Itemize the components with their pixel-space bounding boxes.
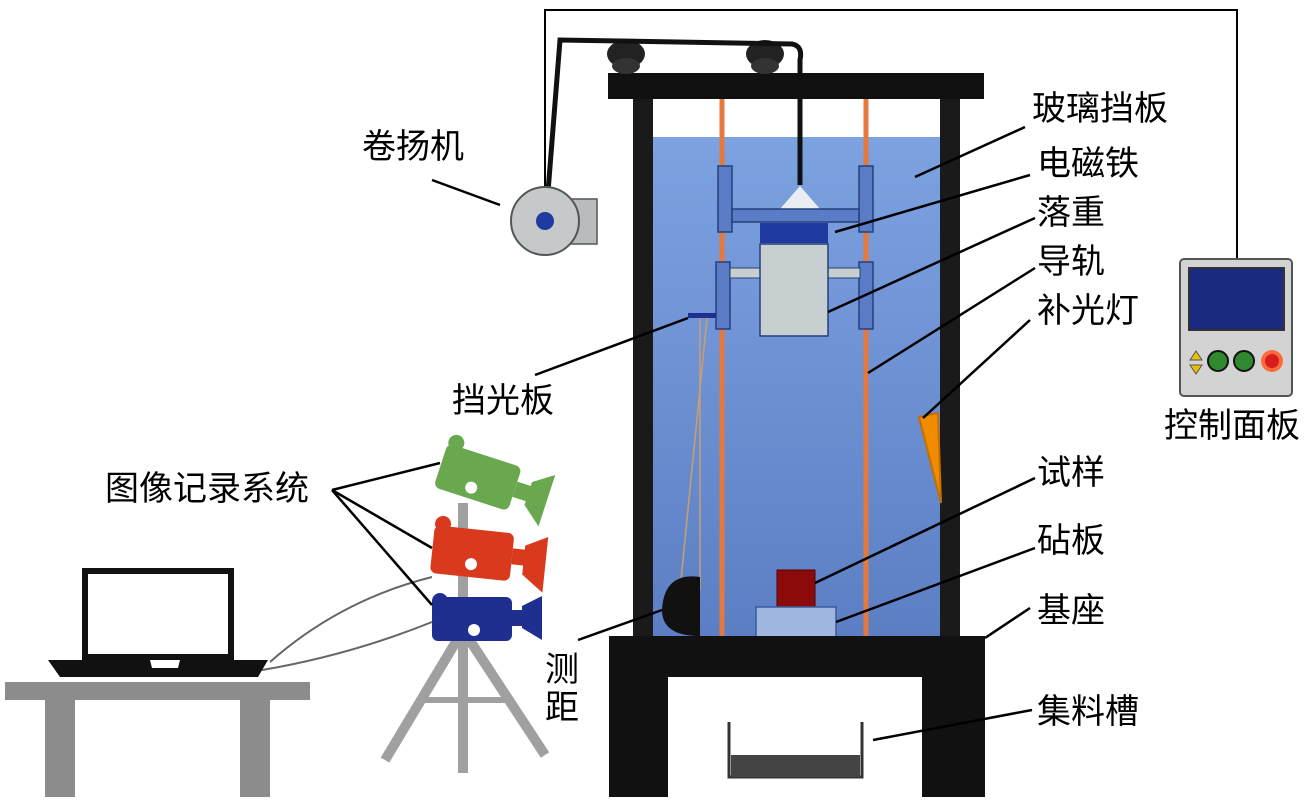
label-base: 基座 <box>1037 591 1105 631</box>
leader-rangefinder <box>577 608 663 642</box>
control-panel <box>1179 258 1293 397</box>
computer <box>48 568 268 677</box>
specimen <box>776 569 816 608</box>
drop-weight-assembly <box>715 243 874 337</box>
frame-right-column <box>940 97 960 642</box>
label-rangefinder-1: 测 <box>545 650 579 690</box>
fill-light <box>917 411 942 504</box>
pulley-right <box>746 40 784 74</box>
camera-blue <box>432 593 542 641</box>
leader-base <box>984 606 1031 640</box>
label-fill-light: 补光灯 <box>1037 291 1139 331</box>
leader-camera-green <box>331 461 441 492</box>
frame-top-beam <box>608 73 984 99</box>
electromagnet <box>760 223 828 243</box>
leader-guide-rail <box>867 266 1036 375</box>
winch <box>510 186 598 256</box>
green-button-2 <box>1233 350 1255 372</box>
label-drop-weight: 落重 <box>1037 193 1105 233</box>
pulley-left <box>607 40 645 74</box>
up-arrow-icon <box>1189 350 1203 361</box>
label-winch: 卷扬机 <box>362 127 464 167</box>
label-glass-baffle: 玻璃挡板 <box>1032 89 1168 129</box>
label-image-recording-system: 图像记录系统 <box>105 469 309 509</box>
leader-fill-light <box>922 319 1031 419</box>
leader-light-blocker <box>534 316 689 377</box>
light-blocker <box>688 313 716 318</box>
label-specimen: 试样 <box>1037 453 1105 493</box>
leader-electromagnet <box>834 173 1031 234</box>
camera-cable-2 <box>261 621 433 671</box>
down-arrow-icon <box>1189 364 1203 375</box>
table <box>5 682 310 797</box>
leader-specimen <box>814 476 1036 585</box>
label-light-blocker: 挡光板 <box>452 381 554 421</box>
winch-cable <box>545 37 804 193</box>
anvil <box>755 606 837 638</box>
collection-trough <box>727 722 864 779</box>
leader-drop-weight <box>827 216 1036 314</box>
label-control-panel: 控制面板 <box>1164 406 1300 446</box>
drop-weight <box>759 243 829 337</box>
leader-winch <box>431 178 501 207</box>
rangefinder <box>662 576 700 636</box>
leader-anvil <box>835 546 1036 624</box>
ranging-beam-1 <box>679 317 708 591</box>
leader-camera-red <box>331 488 433 550</box>
camera-red <box>430 515 549 593</box>
green-button-1 <box>1207 350 1229 372</box>
label-electromagnet: 电磁铁 <box>1037 144 1139 184</box>
label-collection-trough: 集料槽 <box>1037 692 1139 732</box>
label-guide-rail: 导轨 <box>1037 242 1105 282</box>
label-anvil: 砧板 <box>1037 521 1105 561</box>
label-rangefinder-2: 距 <box>545 688 579 728</box>
camera-green <box>435 434 556 527</box>
leader-camera-blue <box>331 489 433 606</box>
leader-glass-baffle <box>914 125 1026 179</box>
control-wire <box>544 9 1238 262</box>
camera-cable-1 <box>269 576 433 663</box>
electromagnet-assembly <box>717 165 874 243</box>
frame-left-column <box>633 97 653 642</box>
control-panel-screen <box>1188 267 1285 331</box>
leader-collection-trough <box>872 708 1033 742</box>
